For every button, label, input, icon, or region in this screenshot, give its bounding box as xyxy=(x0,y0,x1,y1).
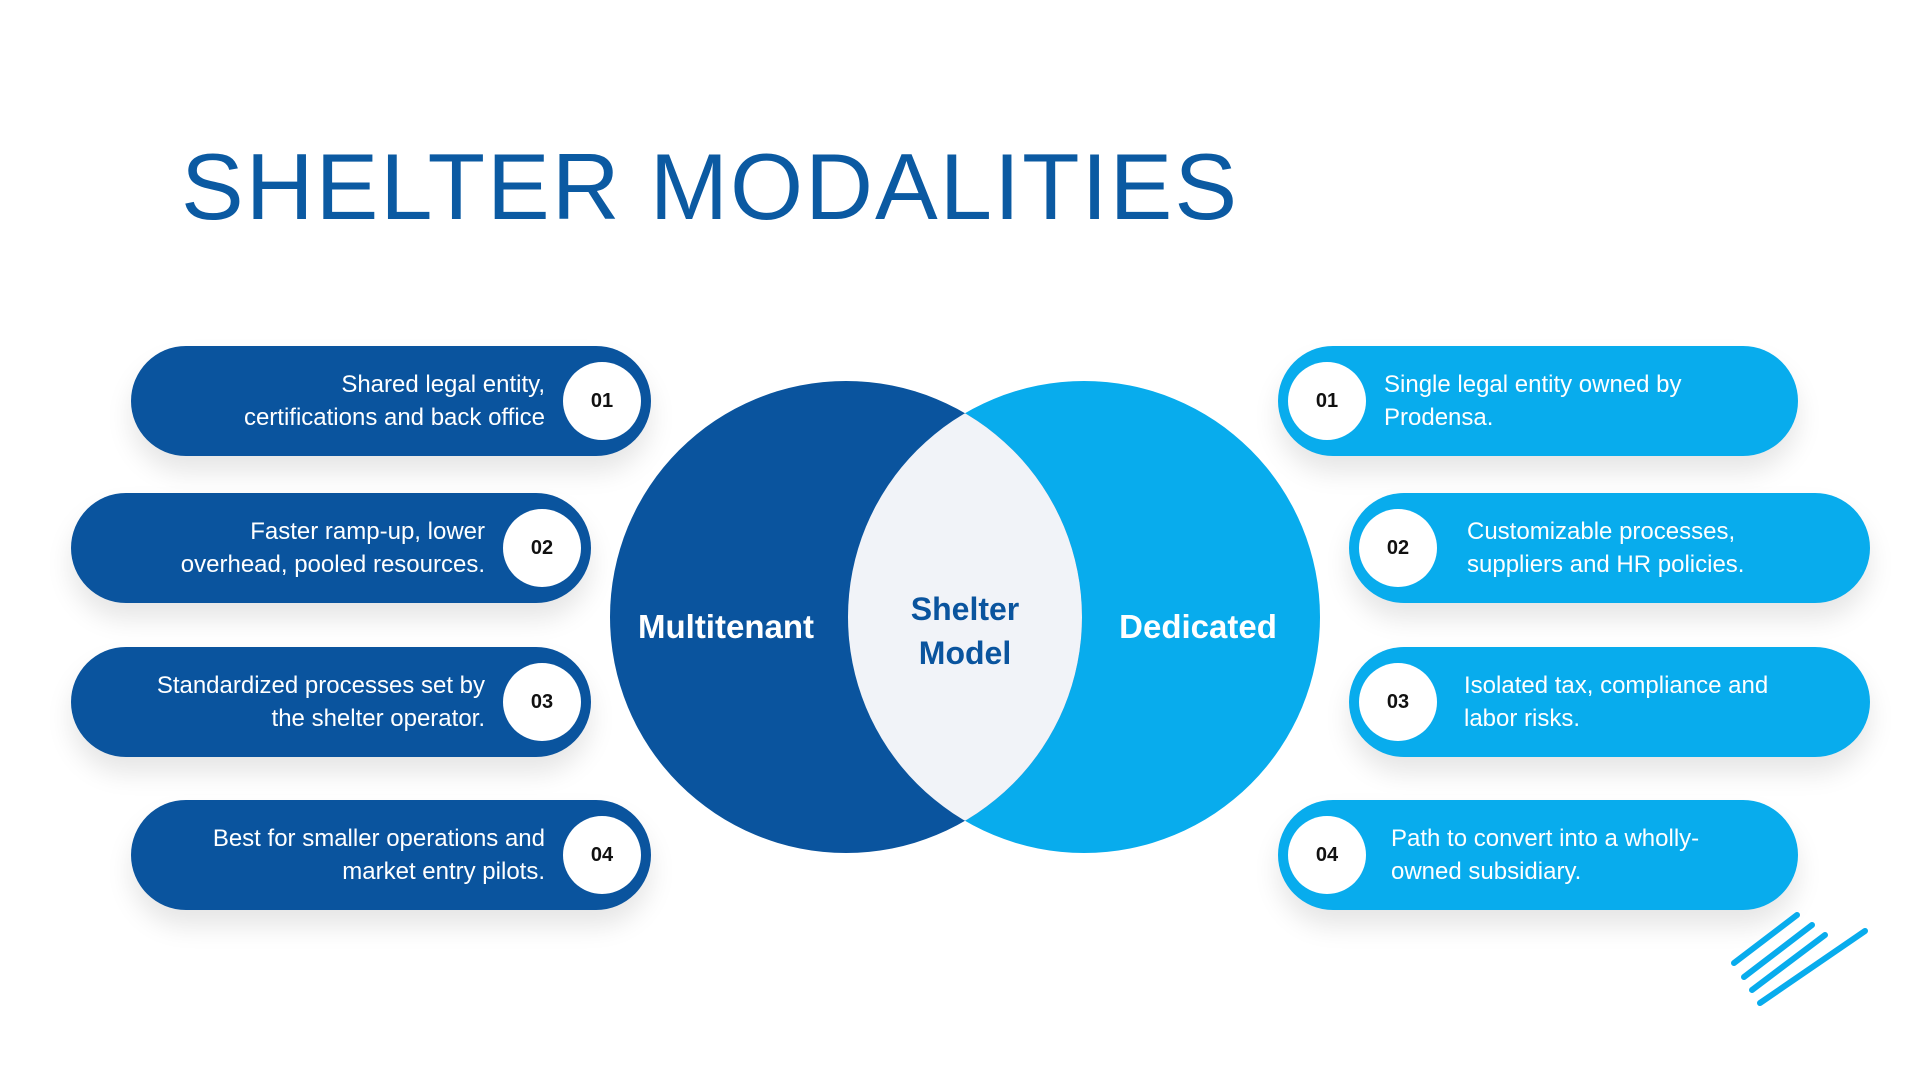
number-badge: 02 xyxy=(1359,509,1437,587)
venn-intersection xyxy=(848,381,1082,853)
item-text-line: Path to convert into a wholly- xyxy=(1391,825,1700,852)
dedicated-item-04: 04 Path to convert into a wholly- owned … xyxy=(1278,800,1798,910)
item-text-line: Prodensa. xyxy=(1384,404,1494,431)
number-badge: 01 xyxy=(563,362,641,440)
item-text-line: Shared legal entity, xyxy=(341,371,545,398)
item-text-line: Customizable processes, xyxy=(1467,518,1736,545)
item-text-line: Best for smaller operations and xyxy=(212,825,545,852)
decorative-stripes-icon xyxy=(1731,912,1868,1006)
page-title: SHELTER MODALITIES xyxy=(181,134,1240,239)
item-text: Standardized processes set by the shelte… xyxy=(85,647,485,757)
dedicated-item-03: 03 Isolated tax, compliance and labor ri… xyxy=(1349,647,1870,757)
number-badge: 04 xyxy=(563,816,641,894)
item-text: Shared legal entity, certifications and … xyxy=(145,346,545,456)
number-badge: 03 xyxy=(1359,663,1437,741)
item-text-line: owned subsidiary. xyxy=(1391,858,1582,885)
item-text-line: Faster ramp-up, lower xyxy=(250,518,485,545)
item-text-line: Single legal entity owned by xyxy=(1384,371,1682,398)
item-text-line: the shelter operator. xyxy=(271,705,485,732)
item-text: Customizable processes, suppliers and HR… xyxy=(1467,493,1857,603)
venn-label-model: Model xyxy=(919,635,1011,671)
number-badge: 01 xyxy=(1288,362,1366,440)
item-text: Best for smaller operations and market e… xyxy=(145,800,545,910)
multitenant-item-01: Shared legal entity, certifications and … xyxy=(131,346,651,456)
dedicated-item-01: 01 Single legal entity owned by Prodensa… xyxy=(1278,346,1798,456)
multitenant-item-04: Best for smaller operations and market e… xyxy=(131,800,651,910)
item-text: Path to convert into a wholly- owned sub… xyxy=(1391,800,1786,910)
number-badge: 04 xyxy=(1288,816,1366,894)
item-text-line: overhead, pooled resources. xyxy=(180,551,485,578)
venn-label-multitenant: Multitenant xyxy=(638,608,814,645)
item-text: Faster ramp-up, lower overhead, pooled r… xyxy=(85,493,485,603)
item-text-line: labor risks. xyxy=(1464,705,1581,732)
multitenant-item-03: Standardized processes set by the shelte… xyxy=(71,647,591,757)
number-badge: 03 xyxy=(503,663,581,741)
item-text-line: certifications and back office xyxy=(243,404,545,431)
item-text-line: market entry pilots. xyxy=(342,858,545,885)
item-text-line: suppliers and HR policies. xyxy=(1467,551,1745,578)
item-text: Single legal entity owned by Prodensa. xyxy=(1384,346,1784,456)
venn-label-dedicated: Dedicated xyxy=(1119,608,1277,645)
venn-label-shelter: Shelter xyxy=(911,591,1019,627)
number-badge: 02 xyxy=(503,509,581,587)
item-text: Isolated tax, compliance and labor risks… xyxy=(1464,647,1859,757)
item-text-line: Standardized processes set by xyxy=(156,672,485,699)
item-text-line: Isolated tax, compliance and xyxy=(1464,672,1769,699)
dedicated-item-02: 02 Customizable processes, suppliers and… xyxy=(1349,493,1870,603)
multitenant-item-02: Faster ramp-up, lower overhead, pooled r… xyxy=(71,493,591,603)
